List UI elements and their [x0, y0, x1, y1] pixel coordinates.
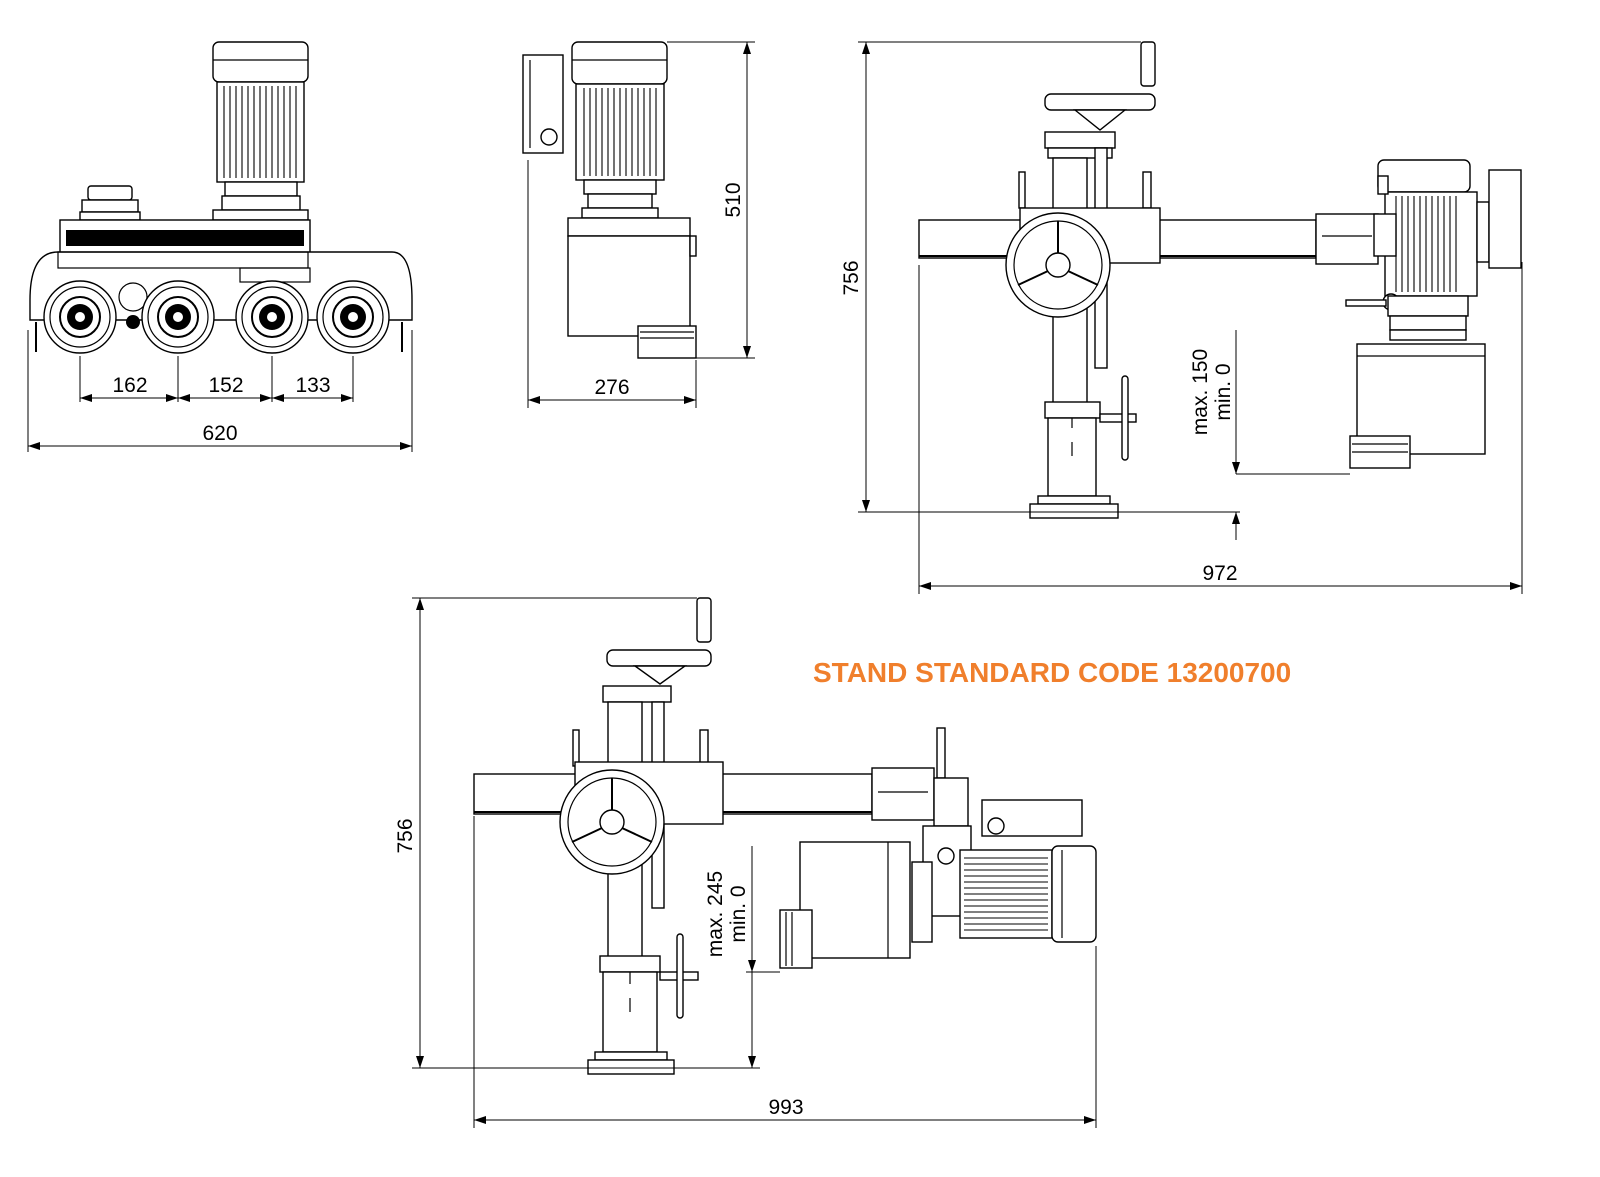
depth-label: 276: [594, 376, 629, 399]
front-motor: [212, 41, 309, 221]
roller-2: [141, 280, 215, 354]
side-dimensions: [527, 41, 755, 408]
pitch-3-label: 133: [295, 374, 330, 397]
roller-1: [43, 280, 117, 354]
front-view: 162 152 133 620: [27, 41, 413, 452]
pitch-1-label: 162: [112, 374, 147, 397]
handwheel-vertical: [1005, 212, 1111, 318]
side-height-label: 510: [722, 182, 745, 217]
stand-code-title: STAND STANDARD CODE 13200700: [813, 657, 1291, 688]
overall-width-label: 620: [202, 422, 237, 445]
roller-3: [235, 280, 309, 354]
stand-horizontal-travel-min: min. 0: [727, 885, 750, 942]
stand-horizontal-height-label: 756: [394, 818, 417, 853]
stand-horizontal-travel-max: max. 245: [704, 871, 727, 957]
stand-vertical-travel-max: max. 150: [1189, 349, 1212, 435]
front-dimensions: [27, 330, 413, 452]
stand-horizontal-view: 756 993 max. 245 min. 0: [394, 597, 1097, 1128]
handwheel-horizontal: [559, 769, 665, 875]
side-view: 276 510: [522, 41, 755, 408]
stand-vertical-width-label: 972: [1202, 562, 1237, 585]
stand-vertical-travel-min: min. 0: [1212, 363, 1235, 420]
pitch-2-label: 152: [208, 374, 243, 397]
roller-4: [316, 280, 390, 354]
stand-vertical-height-label: 756: [840, 260, 863, 295]
stand-vertical-view: 756 972 max. 150 min. 0: [840, 41, 1523, 594]
stand-horizontal-width-label: 993: [768, 1096, 803, 1119]
stand-horizontal-dimensions: [412, 597, 1097, 1128]
stand-vertical-dimensions: [858, 41, 1523, 594]
